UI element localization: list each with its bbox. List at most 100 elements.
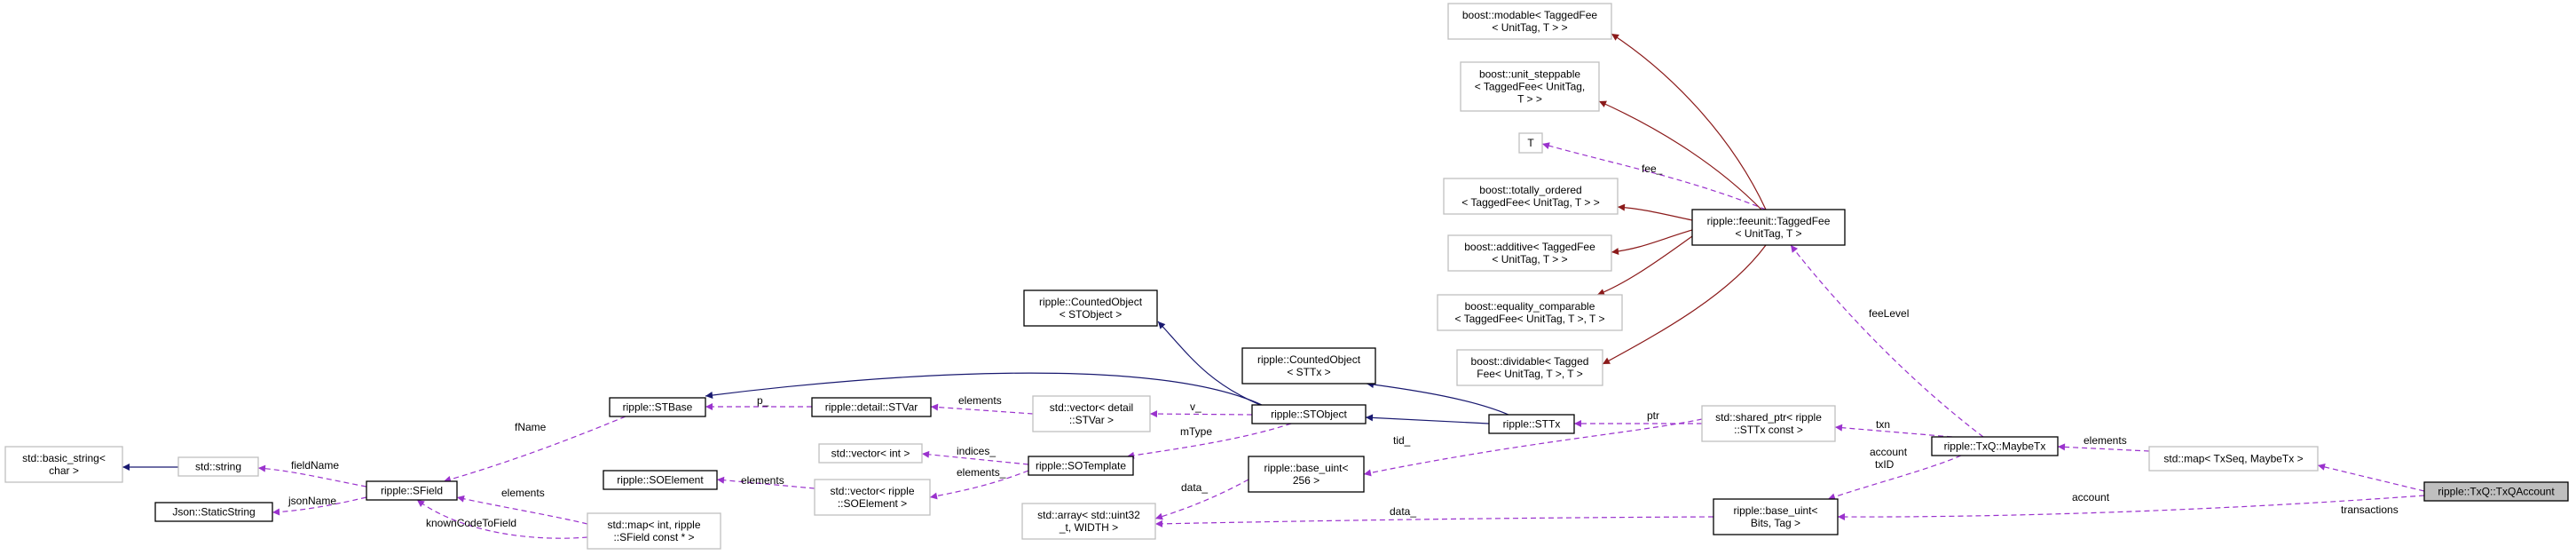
edge-tpl-modable bbox=[1611, 33, 1767, 210]
node-label: 256 > bbox=[1293, 474, 1320, 487]
node-label: < TaggedFee< UnitTag, bbox=[1475, 81, 1586, 93]
class-node-map-txseq[interactable]: std::map< TxSeq, MaybeTx > bbox=[2148, 446, 2319, 472]
class-node-sttx[interactable]: ripple::STTx bbox=[1488, 414, 1575, 434]
edge-label: account bbox=[1870, 446, 1908, 458]
edge-line bbox=[1790, 244, 1984, 438]
edge-label: elements_ bbox=[957, 466, 1006, 479]
class-node-shared-ptr-sttx[interactable]: std::shared_ptr< ripple::STTx const > bbox=[1701, 405, 1836, 442]
class-node-txqaccount[interactable]: ripple::TxQ::TxQAccount bbox=[2423, 481, 2569, 502]
class-node-static-string[interactable]: Json::StaticString bbox=[154, 502, 273, 522]
node-label: < UnitTag, T > bbox=[1736, 227, 1802, 240]
node-label: std::basic_string< bbox=[22, 452, 106, 464]
edge-inh-stobject-stbase bbox=[705, 372, 1263, 406]
edge-label: data_ bbox=[1181, 481, 1208, 494]
node-box bbox=[1713, 498, 1839, 535]
node-box bbox=[1028, 456, 1134, 476]
class-node-base-uint-bits[interactable]: ripple::base_uint<Bits, Tag > bbox=[1713, 498, 1839, 535]
node-label: Fee< UnitTag, T >, T > bbox=[1477, 368, 1583, 380]
node-label: ::SField const * > bbox=[613, 531, 694, 543]
edge-label: ptr bbox=[1647, 409, 1659, 422]
class-node-vector-int[interactable]: std::vector< int > bbox=[818, 443, 923, 464]
class-node-soelement[interactable]: ripple::SOElement bbox=[603, 470, 718, 490]
edge-knowncode: knownCodeToField bbox=[416, 499, 588, 539]
node-box bbox=[603, 470, 718, 490]
class-node-vector-stvar[interactable]: std::vector< detail::STVar > bbox=[1032, 395, 1151, 432]
node-label: ::STTx const > bbox=[1734, 424, 1803, 436]
class-node-array-uint32[interactable]: std::array< std::uint32_t, WIDTH > bbox=[1021, 503, 1156, 540]
class-node-map-int-sfield[interactable]: std::map< int, ripple::SField const * > bbox=[587, 512, 721, 550]
edge-label: jsonName bbox=[288, 495, 336, 507]
class-node-unit-steppable[interactable]: boost::unit_steppable< TaggedFee< UnitTa… bbox=[1460, 61, 1600, 112]
class-node-maybetx[interactable]: ripple::TxQ::MaybeTx bbox=[1931, 436, 2059, 456]
node-label: < TaggedFee< UnitTag, T > > bbox=[1461, 196, 1599, 209]
edge-line bbox=[929, 470, 1029, 500]
class-node-std-string[interactable]: std::string bbox=[177, 456, 259, 477]
node-label: ripple::SOElement bbox=[617, 474, 704, 487]
node-box bbox=[2148, 446, 2319, 472]
edge-line bbox=[1541, 142, 1767, 210]
class-node-equality-comparable[interactable]: boost::equality_comparable< TaggedFee< U… bbox=[1437, 294, 1623, 331]
edge-tid: tid_ bbox=[1363, 418, 1703, 477]
edge-elements-sfield: elements bbox=[456, 487, 588, 525]
class-node-taggedfee[interactable]: ripple::feeunit::TaggedFee< UnitTag, T > bbox=[1691, 209, 1846, 246]
node-box bbox=[1518, 132, 1543, 154]
class-node-dividable[interactable]: boost::dividable< TaggedFee< UnitTag, T … bbox=[1456, 349, 1603, 386]
edge-tpl-dividable bbox=[1602, 244, 1767, 365]
edge-line bbox=[1149, 410, 1253, 418]
edge-label: fieldName bbox=[291, 459, 339, 472]
class-node-base-uint-256[interactable]: ripple::base_uint<256 > bbox=[1248, 456, 1365, 493]
class-node-modable[interactable]: boost::modable< TaggedFee< UnitTag, T > … bbox=[1447, 3, 1612, 40]
edge-line bbox=[1834, 424, 1953, 438]
class-node-counted-sttx[interactable]: ripple::CountedObject< STTx > bbox=[1241, 347, 1376, 385]
node-label: ripple::detail::STVar bbox=[825, 401, 918, 414]
node-label: < TaggedFee< UnitTag, T >, T > bbox=[1454, 313, 1604, 325]
edge-line bbox=[1827, 455, 1962, 501]
node-box bbox=[1437, 294, 1623, 331]
node-label: ripple::TxQ::TxQAccount bbox=[2438, 486, 2555, 498]
edge-inh-sttx-counted bbox=[1366, 381, 1509, 416]
class-node-counted-stobject[interactable]: ripple::CountedObject< STObject > bbox=[1023, 289, 1158, 327]
class-node-totally-ordered[interactable]: boost::totally_ordered< TaggedFee< UnitT… bbox=[1443, 178, 1619, 215]
edge-elements-map: elements bbox=[2057, 434, 2150, 452]
class-node-basic-string[interactable]: std::basic_string<char > bbox=[4, 446, 123, 483]
node-box bbox=[4, 446, 123, 483]
node-box bbox=[366, 480, 458, 501]
node-label: Bits, Tag > bbox=[1751, 517, 1800, 529]
node-box bbox=[177, 456, 259, 477]
edge-label: account bbox=[2072, 491, 2110, 503]
node-label: ::STVar > bbox=[1069, 414, 1114, 426]
edge-inh-sttx-stobject bbox=[1365, 414, 1490, 424]
edge-tpl-additive bbox=[1611, 229, 1693, 256]
node-box bbox=[1456, 349, 1603, 386]
node-label: boost::dividable< Tagged bbox=[1471, 355, 1589, 368]
class-node-stvar[interactable]: ripple::detail::STVar bbox=[811, 397, 932, 417]
node-label: std::string bbox=[195, 461, 241, 473]
class-node-stobject[interactable]: ripple::STObject bbox=[1251, 404, 1367, 424]
class-node-stbase[interactable]: ripple::STBase bbox=[609, 397, 706, 417]
class-node-T[interactable]: T bbox=[1518, 132, 1543, 154]
node-label: boost::additive< TaggedFee bbox=[1464, 241, 1595, 253]
node-box bbox=[2423, 481, 2569, 502]
class-node-sotemplate[interactable]: ripple::SOTemplate bbox=[1028, 456, 1134, 476]
class-node-additive[interactable]: boost::additive< TaggedFee< UnitTag, T >… bbox=[1447, 234, 1612, 272]
node-box bbox=[1241, 347, 1376, 385]
edge-label: elements bbox=[2084, 434, 2127, 447]
edge-line bbox=[416, 499, 588, 539]
class-node-sfield[interactable]: ripple::SField bbox=[366, 480, 458, 501]
edge-line bbox=[1837, 495, 2425, 521]
node-box bbox=[1023, 289, 1158, 327]
node-label: std::map< TxSeq, MaybeTx > bbox=[2163, 453, 2303, 465]
edge-label: transactions bbox=[2341, 503, 2399, 516]
edge-label: fName bbox=[515, 421, 547, 433]
class-node-vector-soelement[interactable]: std::vector< ripple::SOElement > bbox=[814, 479, 931, 516]
edge-label: elements bbox=[958, 394, 1002, 407]
edge-line bbox=[1611, 229, 1693, 256]
edge-label: txn bbox=[1876, 418, 1890, 431]
node-box bbox=[609, 397, 706, 417]
node-label: ripple::CountedObject bbox=[1257, 353, 1361, 366]
edge-label: data_ bbox=[1390, 505, 1416, 518]
edge-fname: fName bbox=[443, 416, 626, 483]
node-box bbox=[587, 512, 721, 550]
edge-line bbox=[1126, 423, 1292, 459]
